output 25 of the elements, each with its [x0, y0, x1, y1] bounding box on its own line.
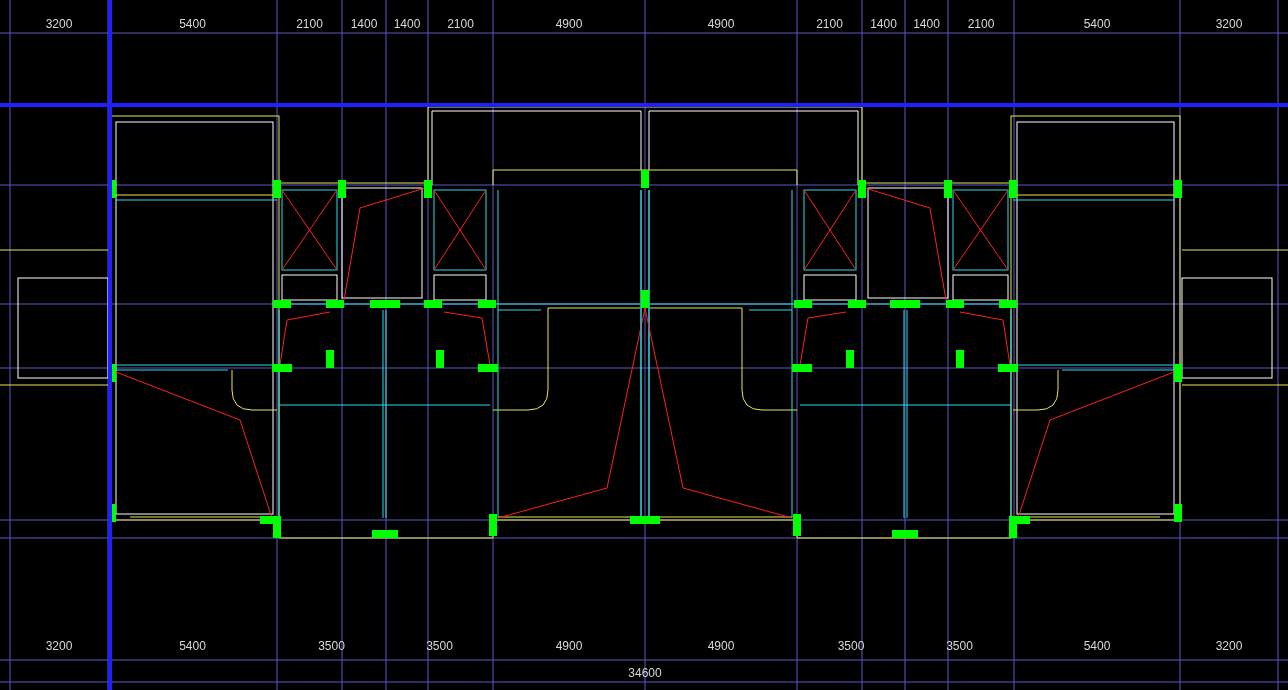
dimension-text: 3500 — [318, 639, 345, 653]
dimension-text: 5400 — [179, 639, 206, 653]
dimension-text: 2100 — [296, 17, 323, 31]
dimension-text: 3500 — [946, 639, 973, 653]
dimension-text: 3200 — [45, 639, 73, 653]
dimension-text: 34600 — [628, 666, 662, 680]
dimension-text: 4900 — [555, 17, 583, 31]
dimension-text: 2100 — [816, 17, 843, 31]
dimension-text: 5400 — [179, 17, 206, 31]
dimension-text: 3500 — [426, 639, 453, 653]
dimension-text: 3200 — [45, 17, 73, 31]
dimension-text: 4900 — [707, 639, 735, 653]
dimension-text: 4900 — [555, 639, 583, 653]
dimension-text: 2100 — [967, 17, 995, 31]
dimension-text: 1400 — [913, 17, 940, 31]
dimension-text: 1400 — [350, 17, 378, 31]
dimension-text: 1400 — [393, 17, 421, 31]
dimension-text: 5400 — [1083, 17, 1111, 31]
dimension-text: 3200 — [1215, 17, 1243, 31]
dimension-text: 3200 — [1215, 639, 1243, 653]
dimension-text: 2100 — [447, 17, 474, 31]
dimension-text: 1400 — [870, 17, 897, 31]
dimension-text: 3500 — [837, 639, 865, 653]
dimension-text: 5400 — [1083, 639, 1111, 653]
dimension-text: 4900 — [707, 17, 735, 31]
